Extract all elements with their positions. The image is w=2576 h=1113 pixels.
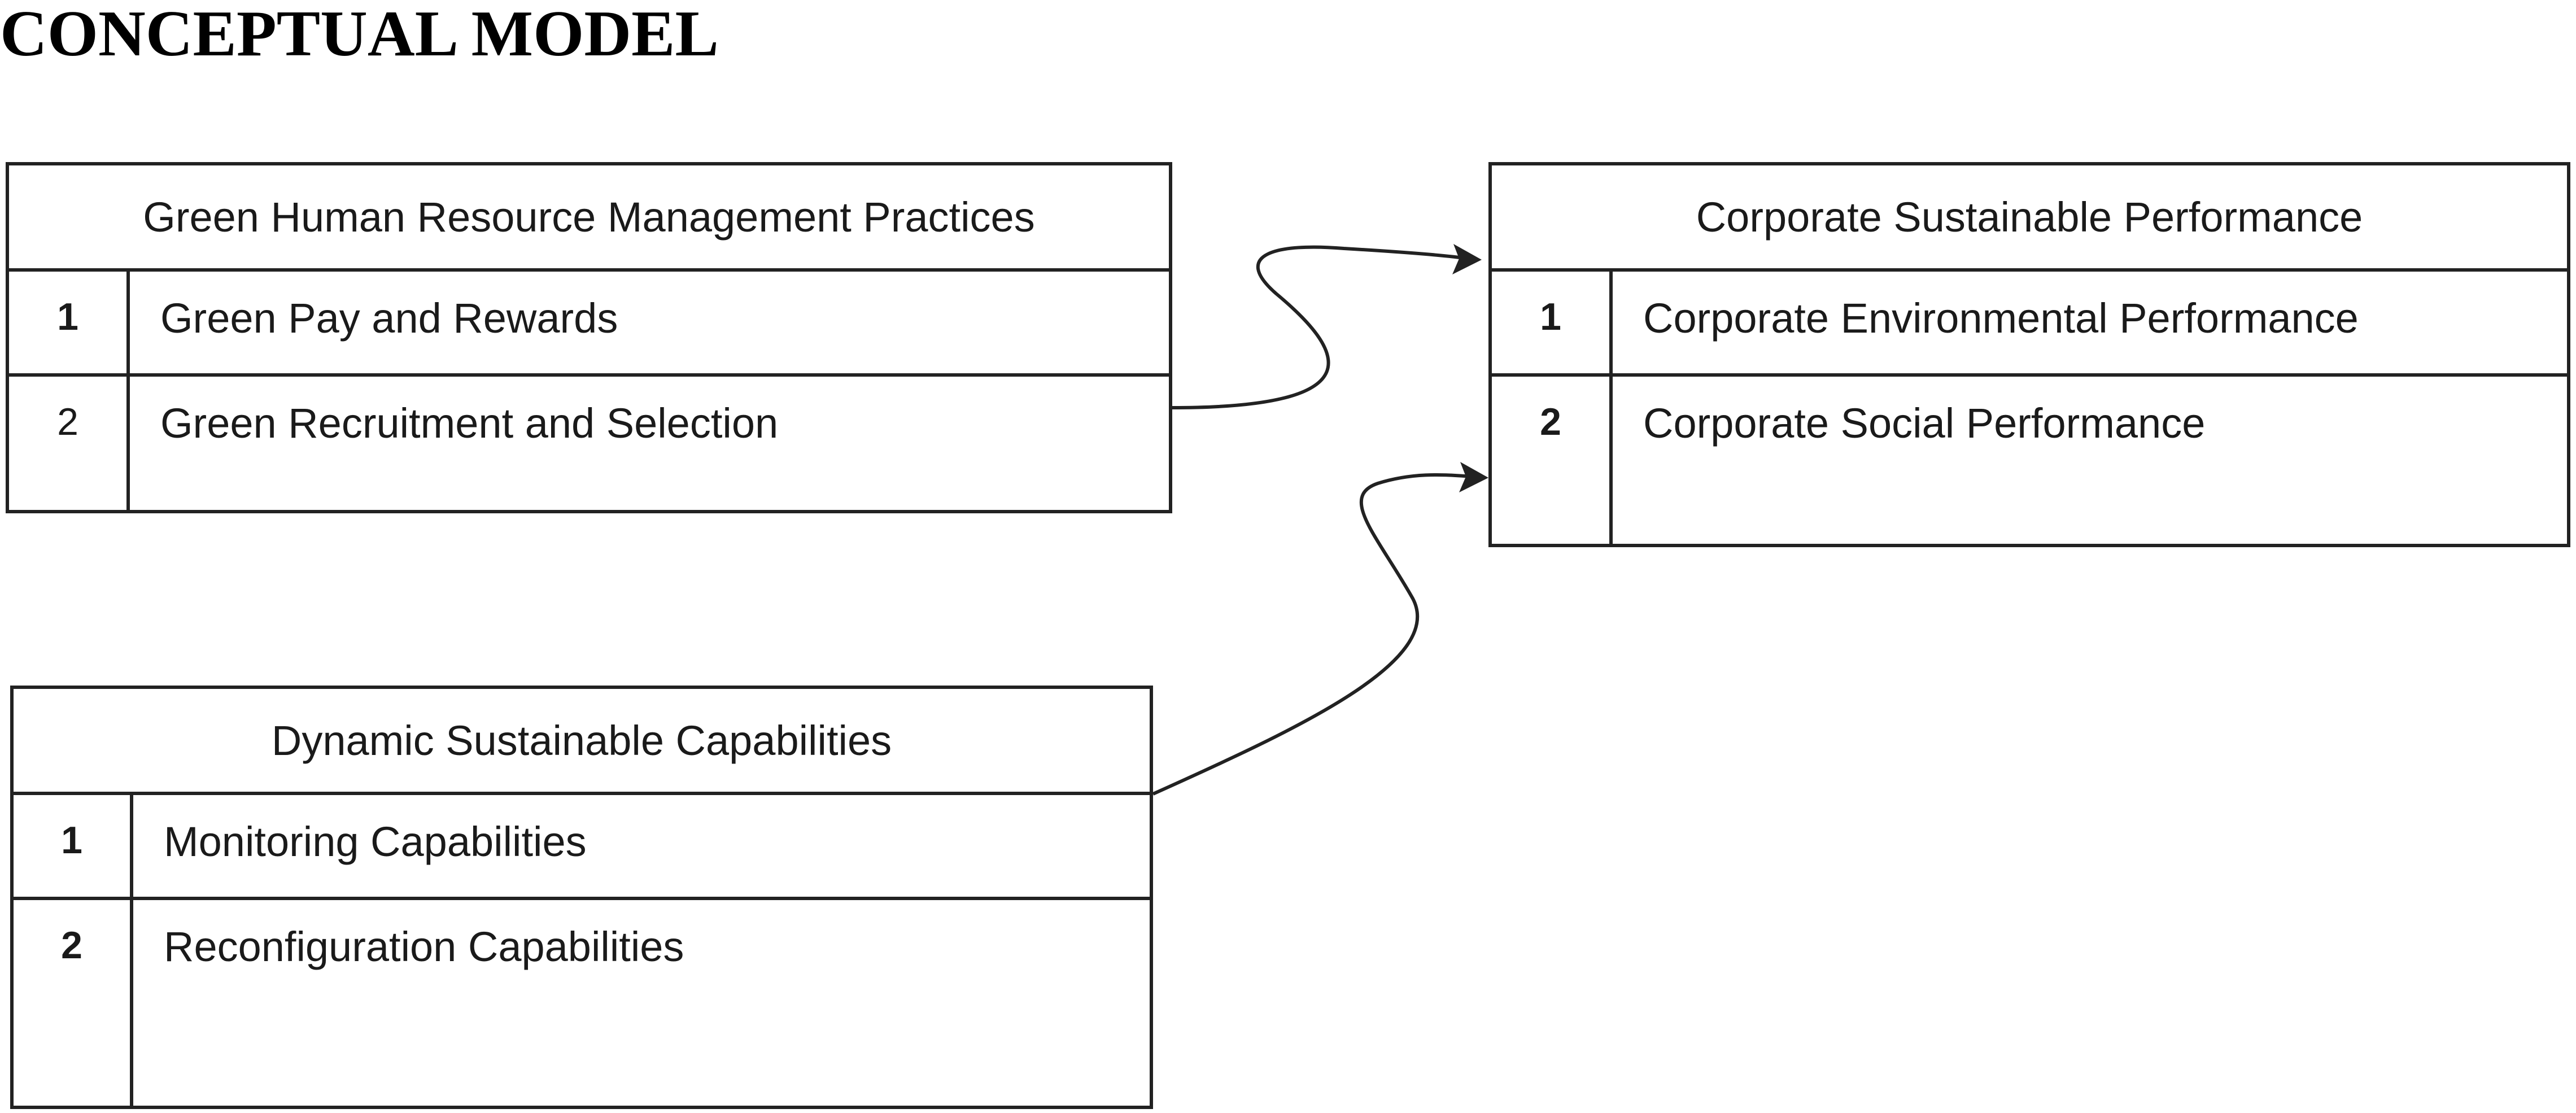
ghrm-row-2: 2 Green Recruitment and Selection (9, 377, 1169, 510)
csp-row-1-number: 1 (1492, 272, 1613, 373)
dsc-row-1-label: Monitoring Capabilities (164, 818, 587, 865)
ghrm-box-header: Green Human Resource Management Practice… (9, 165, 1169, 272)
ghrm-row-1: 1 Green Pay and Rewards (9, 272, 1169, 377)
ghrm-row-1-number: 1 (9, 272, 130, 373)
dsc-row-1-number: 1 (14, 795, 133, 897)
csp-row-1: 1 Corporate Environmental Performance (1492, 272, 2567, 377)
dsc-box-header: Dynamic Sustainable Capabilities (14, 689, 1150, 795)
dsc-row-1: 1 Monitoring Capabilities (14, 795, 1150, 900)
dsc-row-2-number: 2 (14, 900, 133, 1106)
dsc-to-csp-arrowhead (1459, 462, 1488, 492)
dsc-box: Dynamic Sustainable Capabilities 1 Monit… (10, 686, 1153, 1109)
csp-row-2-label: Corporate Social Performance (1643, 400, 2206, 447)
csp-row-1-label: Corporate Environmental Performance (1643, 295, 2359, 342)
dsc-to-csp-arrow (1152, 473, 1474, 796)
dsc-row-2: 2 Reconfiguration Capabilities (14, 900, 1150, 1106)
ghrm-row-1-label: Green Pay and Rewards (160, 295, 618, 342)
csp-box-header: Corporate Sustainable Performance (1492, 165, 2567, 272)
page-title: CONCEPTUAL MODEL (0, 0, 719, 70)
ghrm-box: Green Human Resource Management Practice… (6, 162, 1172, 513)
ghrm-to-csp-arrowhead (1452, 244, 1482, 274)
ghrm-row-2-label: Green Recruitment and Selection (160, 400, 779, 447)
csp-row-2: 2 Corporate Social Performance (1492, 377, 2567, 544)
ghrm-row-2-number: 2 (9, 377, 130, 510)
dsc-row-2-label: Reconfiguration Capabilities (164, 923, 684, 970)
csp-row-2-number: 2 (1492, 377, 1613, 544)
csp-box: Corporate Sustainable Performance 1 Corp… (1488, 162, 2570, 547)
ghrm-to-csp-arrow (1172, 245, 1469, 409)
